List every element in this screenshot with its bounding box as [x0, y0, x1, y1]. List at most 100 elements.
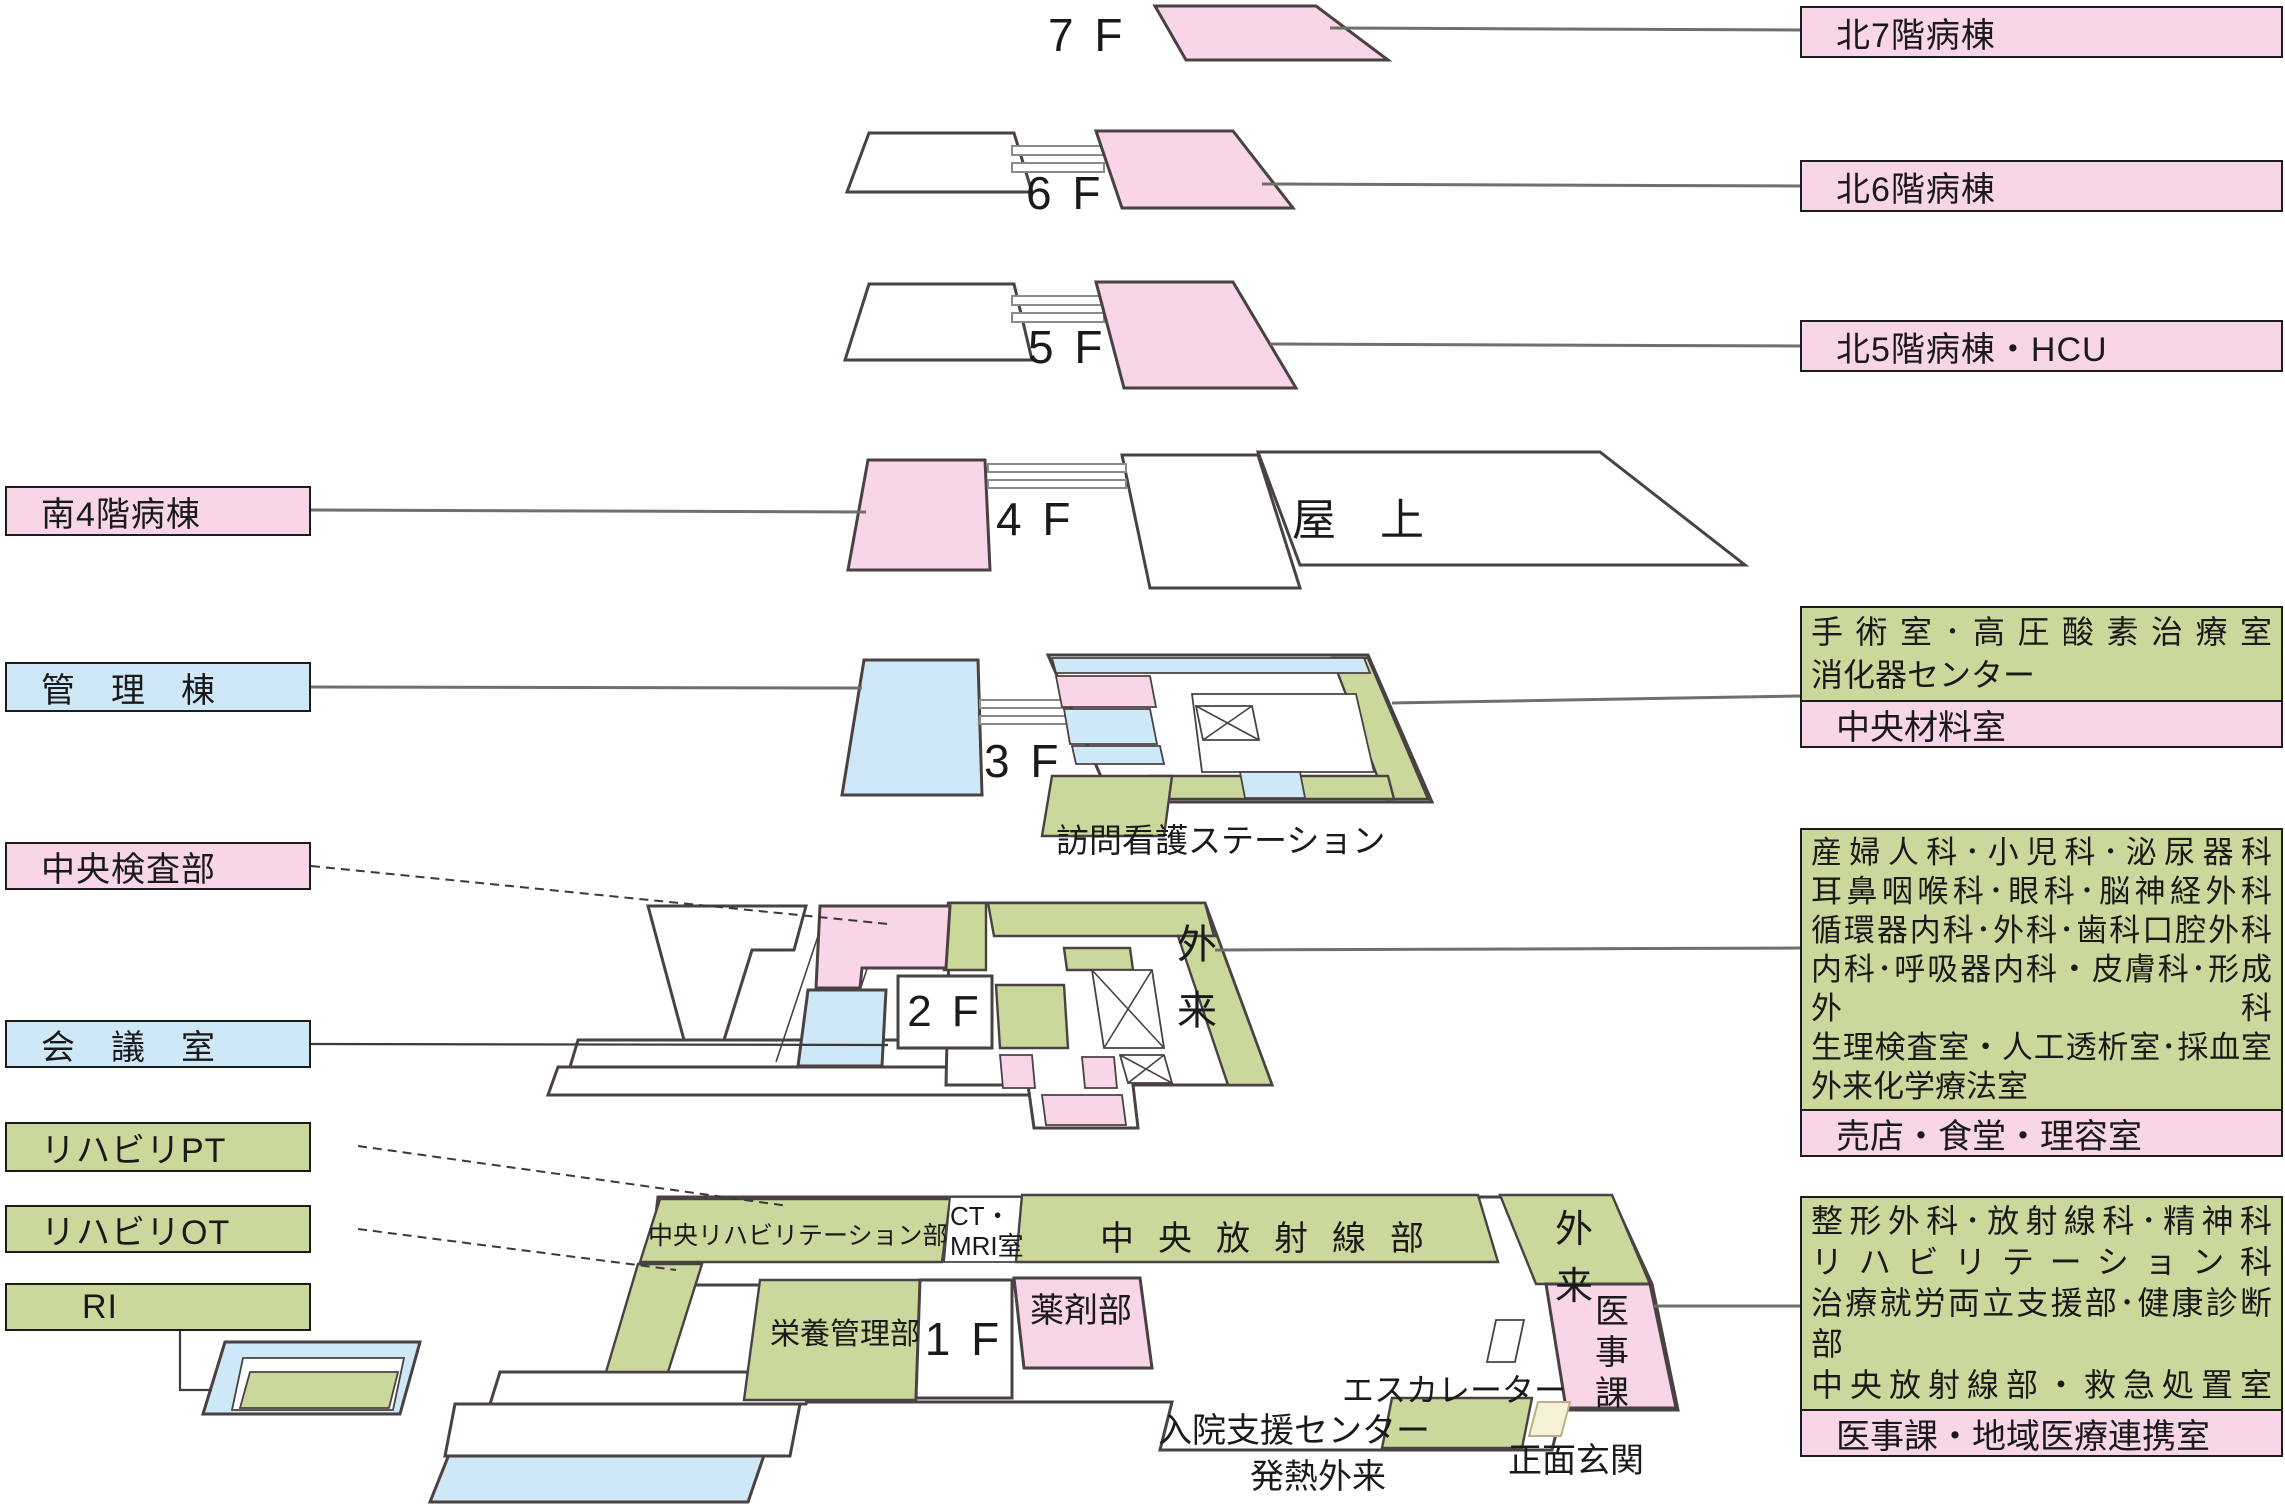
f3-corridor-lower: [979, 715, 1071, 725]
f3-right-connector: [1391, 694, 1801, 705]
f5-south-shape: [842, 282, 1034, 362]
f1-radiology-label: 中央放射線部: [1100, 1220, 1448, 1258]
f2-depts-green: 産婦人科･小児科･泌尿器科 耳鼻咽喉科･眼科･脳神経外科 循環器内科･外科･歯科…: [1802, 830, 2281, 1109]
f6-connector: [1261, 182, 1801, 188]
f3-nursing-station-label: 訪問看護ステーション: [1056, 822, 1386, 859]
f2-pink-small-1: [999, 1054, 1036, 1089]
f1-stair-band-b: [443, 1402, 802, 1458]
f1-nutrition-block: [742, 1278, 922, 1402]
f2-lab-connector: [310, 865, 889, 925]
f5-ward-box: 北5階病棟・HCU: [1800, 320, 2283, 372]
f2-central-lab-text: 中央検査部: [41, 850, 216, 889]
f1-medical-affairs-block: [1544, 1282, 1678, 1410]
f1-medical-affairs-label: 医事課: [1595, 1293, 1629, 1413]
f6-corridor-upper: [1011, 145, 1105, 156]
f1-rehab-ot-box: リハビリOT: [5, 1205, 311, 1253]
f1-ri-box: RI: [5, 1283, 311, 1331]
f1-dept-line-1: 整形外科･放射線科･精神科: [1811, 1203, 2272, 1239]
floor4-shapes: [846, 450, 1750, 590]
f3-depts-line2: 消化器センター: [1811, 657, 2036, 693]
f2-dept-line-4: 内科･呼吸器内科・皮膚科･形成外科: [1811, 952, 2272, 1026]
f2-green-small: [1062, 946, 1135, 972]
f4-corridor-upper: [987, 463, 1127, 473]
f4-number: 4 F: [996, 493, 1075, 545]
f1-nutrition-label: 栄養管理部: [770, 1318, 920, 1351]
f1-dept-line-3: 治療就労両立支援部･健康診断部: [1811, 1285, 2272, 1362]
f2-meeting-room: [796, 988, 888, 1068]
f2-pink-small-3: [1040, 1094, 1128, 1126]
f4-corridor-lower: [987, 479, 1127, 489]
f1-main-entrance-label: 正面玄関: [1508, 1442, 1644, 1480]
f1-outpatient-label: 外来: [1554, 1209, 1593, 1308]
f3-admin-shape: [840, 658, 984, 797]
f2-dept-line-3: 循環器内科･外科･歯科口腔外科: [1811, 913, 2272, 948]
f2-meeting-connector: [310, 1042, 889, 1047]
f3-green-lower-left: [1040, 774, 1174, 838]
f1-entrance-shape: [1527, 1401, 1572, 1437]
f5-corridor-upper: [1011, 295, 1105, 306]
f1-dept-line-4: 中央放射線部・救急処置室: [1811, 1367, 2272, 1403]
f3-central-supply-text: 中央材料室: [1836, 708, 2006, 747]
connector-lines: [178, 26, 1801, 1392]
f6-ward-box: 北6階病棟: [1800, 160, 2283, 212]
f3-depts-box: 手術室･高圧酸素治療室 消化器センター 中央材料室: [1800, 606, 2283, 748]
f1-ri-wing-green: [238, 1371, 400, 1409]
f2-meeting-room-text: 会 議 室: [41, 1028, 216, 1067]
f2-number-box: [896, 974, 994, 1050]
f1-ot-connector: [357, 1228, 677, 1271]
f3-blue-room-a: [1062, 708, 1159, 745]
f1-rehab-center-label: 中央リハビリテーション部: [648, 1222, 948, 1250]
f4-south-ward-shape: [846, 458, 992, 572]
f7-ward-shape: [1152, 4, 1393, 62]
f3-pink-room: [1054, 675, 1158, 708]
f3-depts-green: 手術室･高圧酸素治療室 消化器センター: [1802, 608, 2281, 700]
f1-rehab-pt-text: リハビリPT: [41, 1131, 227, 1170]
floor2-shapes: [545, 901, 1275, 1130]
f4-front-shape: [1120, 453, 1303, 590]
f2-meeting-room-box: 会 議 室: [5, 1020, 311, 1068]
f5-connector: [1269, 342, 1801, 348]
f1-escalator-slot: [1485, 1319, 1526, 1363]
f7-connector: [1329, 26, 1801, 32]
f6-south-shape: [844, 131, 1035, 194]
f7-ward-box: 北7階病棟: [1800, 6, 2283, 58]
f2-central-lab-box: 中央検査部: [5, 842, 311, 890]
f4-roof-label: 屋 上: [1292, 496, 1424, 545]
f2-green-right-band: [1176, 934, 1274, 1087]
floor5-shapes: [842, 280, 1299, 390]
f1-pharmacy-label: 薬剤部: [1030, 1292, 1132, 1330]
f3-blue-room-c: [1238, 771, 1307, 799]
f1-medical-affairs-strip: 医事課・地域医療連携室: [1802, 1409, 2281, 1456]
f1-escalator-label: エスカレーター: [1342, 1372, 1567, 1408]
f4-south-connector: [310, 508, 867, 514]
f1-depts-green: 整形外科･放射線科･精神科 リハビリテーション科 治療就労両立支援部･健康診断部…: [1802, 1198, 2281, 1409]
f1-depts-box: 整形外科･放射線科･精神科 リハビリテーション科 治療就労両立支援部･健康診断部…: [1800, 1196, 2283, 1457]
f1-medical-affairs-full-text: 医事課・地域医療連携室: [1836, 1417, 2210, 1456]
f4-south-ward-box: 南4階病棟: [5, 486, 311, 536]
f2-stair-structure: [646, 904, 808, 1042]
f1-rehab-pt-box: リハビリPT: [5, 1122, 311, 1172]
f1-rehab-band: [638, 1197, 952, 1264]
f1-pt-connector: [357, 1145, 789, 1207]
f3-admin-box: 管 理 棟: [5, 662, 311, 712]
f1-dept-line-2: リハビリテーション科: [1811, 1244, 2272, 1280]
f2-shops-strip: 売店・食堂・理容室: [1802, 1109, 2281, 1156]
f2-central-lab-room: [814, 904, 952, 990]
f2-number: 2 F: [907, 987, 983, 1036]
f2-dept-line-6: 外来化学療法室: [1811, 1069, 2028, 1104]
f2-depts-box: 産婦人科･小児科･泌尿器科 耳鼻咽喉科･眼科･脳神経外科 循環器内科･外科･歯科…: [1800, 828, 2283, 1157]
f5-ward-text: 北5階病棟・HCU: [1836, 330, 2108, 369]
f1-pharmacy-block: [1012, 1276, 1154, 1370]
floor3-shapes: [840, 653, 1435, 838]
f1-ri-text: RI: [82, 1287, 118, 1326]
f2-green-center: [994, 983, 1070, 1050]
f3-central-supply-strip: 中央材料室: [1802, 700, 2281, 747]
f5-number: 5 F: [1028, 321, 1107, 373]
f3-depts-line1: 手術室･高圧酸素治療室: [1811, 614, 2272, 650]
f3-number: 3 F: [984, 735, 1063, 787]
f2-shops-text: 売店・食堂・理容室: [1836, 1117, 2142, 1156]
f1-number: 1 F: [924, 1313, 1004, 1365]
f6-number: 6 F: [1026, 167, 1105, 219]
f1-fever-clinic-label: 発熱外来: [1250, 1458, 1386, 1496]
